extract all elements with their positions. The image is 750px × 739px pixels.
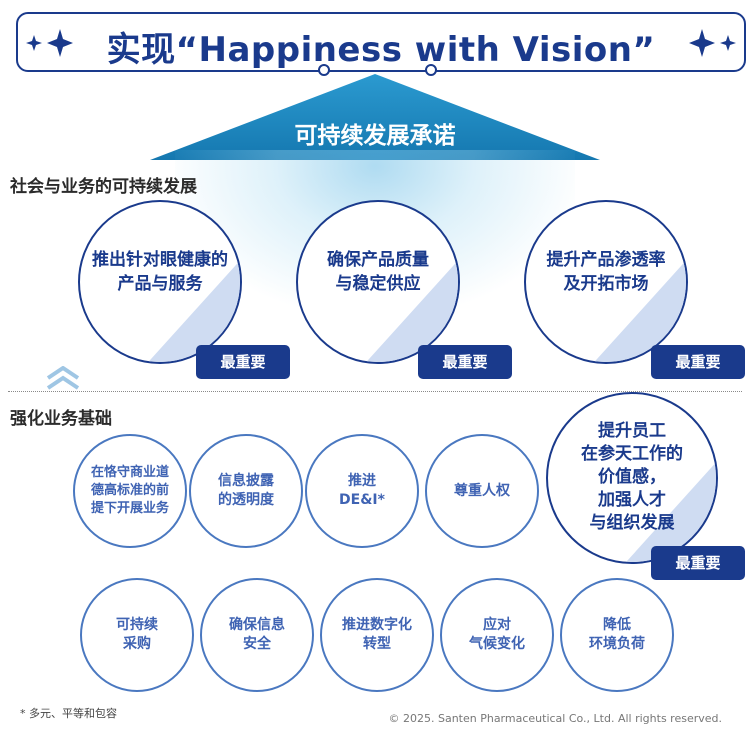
page-title: 实现“Happiness with Vision” <box>106 30 656 70</box>
foundation-circle-info-security: 确保信息安全 <box>200 578 314 692</box>
roof-shape <box>150 74 600 160</box>
circle-shade <box>148 260 240 362</box>
roof-label: 可持续发展承诺 <box>294 123 456 149</box>
priority-tag: 最重要 <box>196 345 290 379</box>
priority-circle-market: 提升产品渗透率及开拓市场 <box>524 200 688 364</box>
circle-shade <box>366 260 458 362</box>
foundation-circle-procurement: 可持续采购 <box>80 578 194 692</box>
priority-text: 提升产品渗透率及开拓市场 <box>546 250 666 294</box>
foundation-circle-climate: 应对气候变化 <box>440 578 554 692</box>
priority-circle-people: 提升员工 在参天工作的 价值感， 加强人才 与组织发展 <box>546 392 718 564</box>
sparkle-icon <box>689 29 736 57</box>
title-banner: 实现“Happiness with Vision” <box>16 12 746 72</box>
priority-circle-products: 推出针对眼健康的产品与服务 <box>78 200 242 364</box>
section-heading-social: 社会与业务的可持续发展 <box>10 177 197 197</box>
priority-circle-quality: 确保产品质量与稳定供应 <box>296 200 460 364</box>
banner-connector-dot <box>425 64 437 76</box>
priority-text: 推出针对眼健康的产品与服务 <box>92 250 228 294</box>
priority-tag: 最重要 <box>651 546 745 580</box>
foundation-circle-human-rights: 尊重人权 <box>425 434 539 548</box>
copyright: © 2025. Santen Pharmaceutical Co., Ltd. … <box>388 712 722 725</box>
section-heading-foundation: 强化业务基础 <box>10 409 112 429</box>
circle-shade <box>594 260 686 362</box>
footnote: * 多元、平等和包容 <box>20 707 117 720</box>
priority-tag: 最重要 <box>651 345 745 379</box>
chevron-up-icon <box>46 366 80 390</box>
foundation-circle-ethics: 在恪守商业道德高标准的前提下开展业务 <box>73 434 187 548</box>
circle-shade <box>626 462 716 562</box>
priority-text: 确保产品质量与稳定供应 <box>327 250 429 294</box>
foundation-circle-disclosure: 信息披露的透明度 <box>189 434 303 548</box>
sparkle-icon <box>26 29 73 57</box>
foundation-circle-environment: 降低环境负荷 <box>560 578 674 692</box>
banner-connector-dot <box>318 64 330 76</box>
foundation-circle-digital: 推进数字化转型 <box>320 578 434 692</box>
priority-text: 提升员工 在参天工作的 价值感， 加强人才 与组织发展 <box>581 421 683 533</box>
section-divider <box>8 391 742 392</box>
priority-tag: 最重要 <box>418 345 512 379</box>
